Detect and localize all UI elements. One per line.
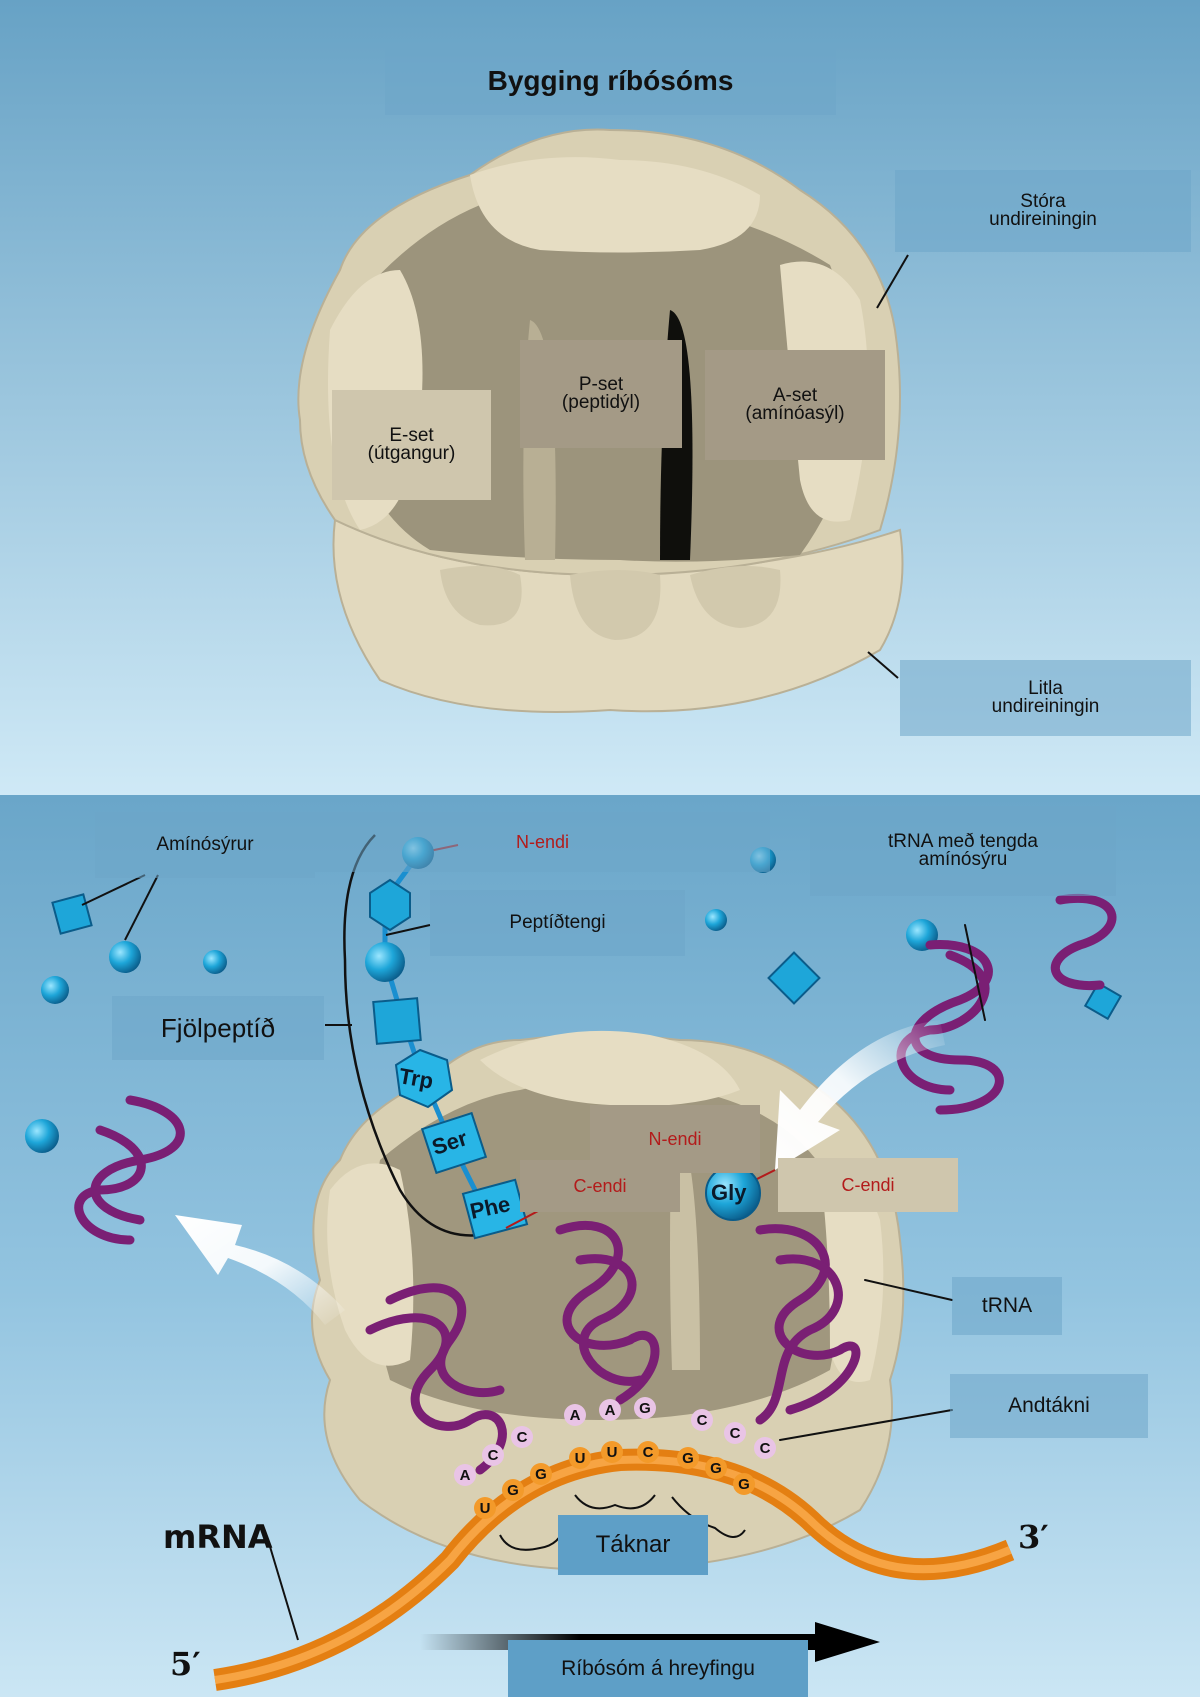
label-polypeptide: Fjölpeptíð: [112, 996, 324, 1060]
codon-letter: G: [682, 1450, 694, 1467]
amino-acid-ball: [365, 942, 405, 982]
codon-letter: G: [535, 1466, 547, 1483]
label-trna-with-amino-acid: tRNA með tengda amínósýru: [810, 806, 1116, 896]
label-codons: Táknar: [558, 1515, 708, 1575]
anticodon-mid-letter: A: [605, 1402, 616, 1419]
amino-acid-square: [373, 998, 420, 1044]
label-three-prime: 3′: [1018, 1518, 1049, 1556]
codon-letter: U: [575, 1450, 586, 1467]
anticodon-left-letter: C: [517, 1429, 528, 1446]
anticodon-left-letter: C: [488, 1447, 499, 1464]
label-large-subunit: Stóra undireiningin: [895, 170, 1191, 252]
label-small-subunit: Litla undireiningin: [900, 660, 1191, 736]
codon-letter: G: [710, 1460, 722, 1477]
label-c-end-right: C-endi: [778, 1158, 958, 1212]
label-trna: tRNA: [952, 1277, 1062, 1335]
label-ribosome-moving: Ríbósóm á hreyfingu: [508, 1640, 808, 1697]
label-peptide-bond: Peptíðtengi: [430, 890, 685, 956]
label-c-end-left: C-endi: [520, 1160, 680, 1212]
label-anticodon: Andtákni: [950, 1374, 1148, 1438]
anticodon-left-letter: A: [460, 1467, 471, 1484]
label-n-end-top: N-endi: [315, 812, 770, 872]
label-p-site: P-set (peptidýl): [520, 340, 682, 448]
residue-gly-label: Gly: [711, 1180, 746, 1206]
label-mrna: mRNA: [163, 1518, 273, 1556]
anticodon-mid-letter: G: [639, 1400, 651, 1417]
anticodon-right-letter: C: [730, 1425, 741, 1442]
label-five-prime: 5′: [170, 1645, 201, 1683]
anticodon-mid-letter: A: [570, 1407, 581, 1424]
codon-letter: G: [507, 1482, 519, 1499]
page-title: Bygging ríbósóms: [385, 47, 836, 115]
codon-letter: U: [607, 1444, 618, 1461]
anticodon-right-letter: C: [760, 1440, 771, 1457]
label-amino-acids: Amínósýrur: [95, 812, 315, 878]
codon-letter: U: [480, 1500, 491, 1517]
label-a-site: A-set (amínóasýl): [705, 350, 885, 460]
label-e-site: E-set (útgangur): [332, 390, 491, 500]
anticodon-right-letter: C: [697, 1412, 708, 1429]
codon-letter: G: [738, 1476, 750, 1493]
codon-letter: C: [643, 1444, 654, 1461]
